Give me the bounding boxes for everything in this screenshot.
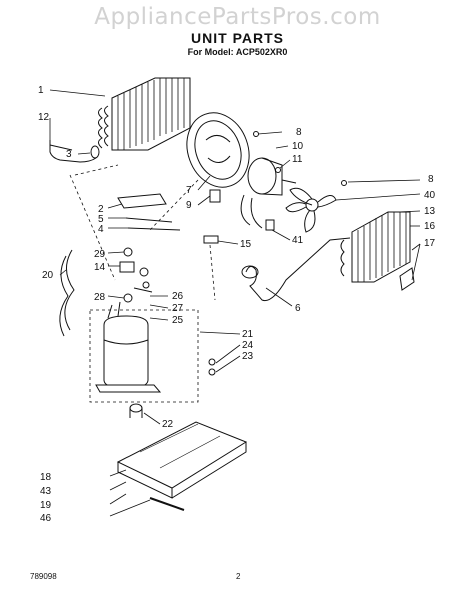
watermark: AppliancePartsPros.com	[94, 4, 381, 30]
callout-24: 24	[242, 340, 254, 351]
callout-4: 4	[98, 224, 104, 235]
callout-21: 21	[242, 329, 254, 340]
bracket	[399, 267, 415, 291]
blower-wheel	[285, 187, 337, 233]
callout-13: 13	[424, 206, 436, 217]
callout-23: 23	[242, 351, 254, 362]
compressor	[95, 301, 162, 393]
callout-26: 26	[172, 291, 184, 302]
callout-3: 3	[66, 149, 72, 160]
wire-harness	[64, 249, 75, 331]
diagram-title: UNIT PARTS	[191, 30, 284, 46]
diagram-subtitle: For Model: ACP502XR0	[187, 47, 288, 57]
fan-motor	[247, 157, 297, 196]
catalog-code: 789098	[30, 572, 57, 581]
callout-1: 1	[38, 85, 44, 96]
callout-7: 7	[186, 185, 192, 196]
compressor-dashed-outline	[89, 309, 199, 403]
callout-5: 5	[98, 214, 104, 225]
capacitor-bracket	[209, 189, 221, 203]
callout-29: 29	[94, 249, 106, 260]
callout-8-top: 8	[296, 127, 302, 138]
callout-14: 14	[94, 262, 106, 273]
callout-17: 17	[424, 238, 436, 249]
callout-28: 28	[94, 292, 106, 303]
fan-shroud	[186, 112, 250, 188]
callout-12: 12	[38, 112, 50, 123]
callout-2: 2	[98, 204, 104, 215]
fuse	[203, 235, 219, 244]
callout-46: 46	[40, 513, 52, 524]
capillary-tube	[49, 140, 97, 163]
callout-41: 41	[292, 235, 304, 246]
drain-strip	[149, 497, 185, 511]
clamp	[90, 145, 100, 159]
callout-9: 9	[186, 200, 192, 211]
base-pan	[116, 421, 248, 499]
callout-43: 43	[40, 486, 52, 497]
page-number: 2	[236, 572, 241, 581]
drier	[117, 193, 167, 209]
evaporator-coil	[340, 211, 411, 283]
callout-6: 6	[295, 303, 301, 314]
callout-25: 25	[172, 315, 184, 326]
callout-8-right: 8	[428, 174, 434, 185]
callout-18: 18	[40, 472, 52, 483]
callout-27: 27	[172, 303, 184, 314]
callout-19: 19	[40, 500, 52, 511]
callout-40: 40	[424, 190, 436, 201]
callout-16: 16	[424, 221, 436, 232]
callout-22: 22	[162, 419, 174, 430]
condenser-coil	[98, 77, 191, 151]
callout-15: 15	[240, 239, 252, 250]
grommet	[129, 403, 143, 413]
callout-20: 20	[42, 270, 54, 281]
callout-10: 10	[292, 141, 304, 152]
callout-11: 11	[292, 154, 303, 165]
refrigerant-tube	[245, 237, 351, 302]
